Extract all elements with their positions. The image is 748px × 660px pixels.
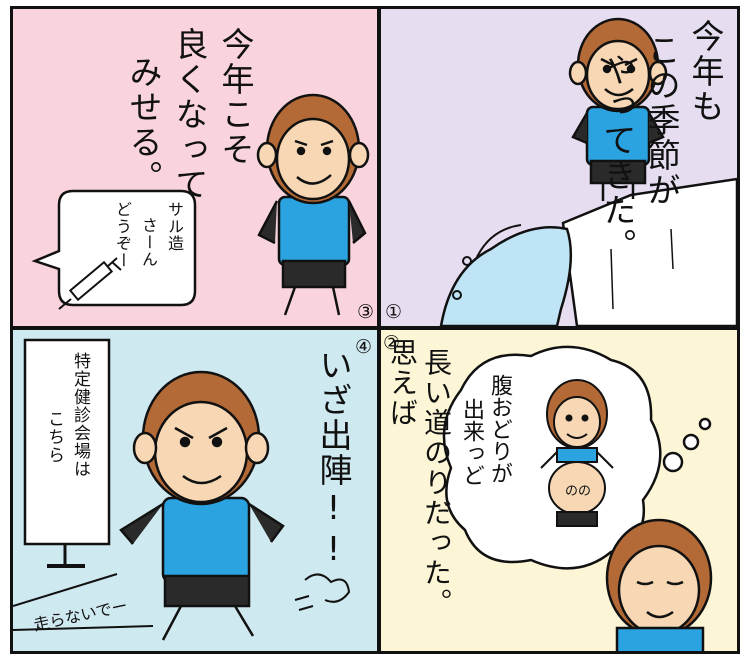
belly-dance-monkey — [540, 379, 614, 527]
monkey-character — [568, 17, 668, 201]
panel-1-line-2: この季節が — [642, 33, 681, 208]
panel-3: 今年こそ 良くなって みせる。 サル造 さーん どうぞー ③ — [10, 6, 380, 329]
panel-1-line-1: 今年も — [686, 19, 725, 124]
panel-3-line-2: 良くなって — [170, 27, 209, 202]
panel-4-art — [13, 338, 351, 641]
panel-3-number: ③ — [357, 301, 375, 323]
bubble-line-2: さーん — [139, 217, 158, 268]
syringe-icon — [58, 257, 122, 310]
panel-1-art — [439, 17, 737, 326]
belly-marks: のの — [565, 484, 592, 499]
speech-bubble — [31, 189, 197, 307]
sign-line-2: こちら — [44, 410, 64, 464]
panel-2-number: ② — [383, 332, 401, 354]
monkey-character — [256, 93, 370, 316]
sign-line-1: 特定健診会場は — [70, 352, 90, 478]
thought-line-1: 腹おどりが — [487, 374, 512, 484]
bubble-line-3: どうぞー — [113, 201, 132, 269]
panel-1: 今年も この季節が やってきた。 ① — [378, 6, 740, 329]
panel-2-art — [442, 345, 713, 651]
panel-4-line-1: いざ出陣!! — [314, 348, 353, 570]
panel-4: 特定健診会場は こちら いざ出陣!! 走らないでー ④ — [10, 327, 380, 654]
panel-1-number: ① — [385, 301, 403, 323]
panel-2: 思えば 長い道のりだった。 腹おどりが 出来っど のの ② — [378, 327, 740, 654]
monkey-character — [119, 370, 285, 641]
panel-3-line-1: 今年こそ — [216, 27, 255, 167]
thought-line-2: 出来っど — [459, 398, 484, 486]
panel-3-line-3: みせる。 — [124, 55, 163, 195]
monkey-character — [605, 518, 713, 651]
venue-sign — [23, 338, 111, 546]
panel-2-line-1: 思えば — [386, 338, 419, 428]
panel-3-art — [31, 93, 370, 316]
panel-2-line-2: 長い道のりだった。 — [420, 348, 453, 618]
ocean-wave — [439, 225, 573, 326]
dust-puff — [304, 573, 351, 603]
panel-4-number: ④ — [355, 336, 373, 358]
bubble-line-1: サル造 — [165, 201, 184, 252]
cliff — [561, 177, 737, 326]
panel-1-line-3: やってきた。 — [598, 53, 637, 263]
